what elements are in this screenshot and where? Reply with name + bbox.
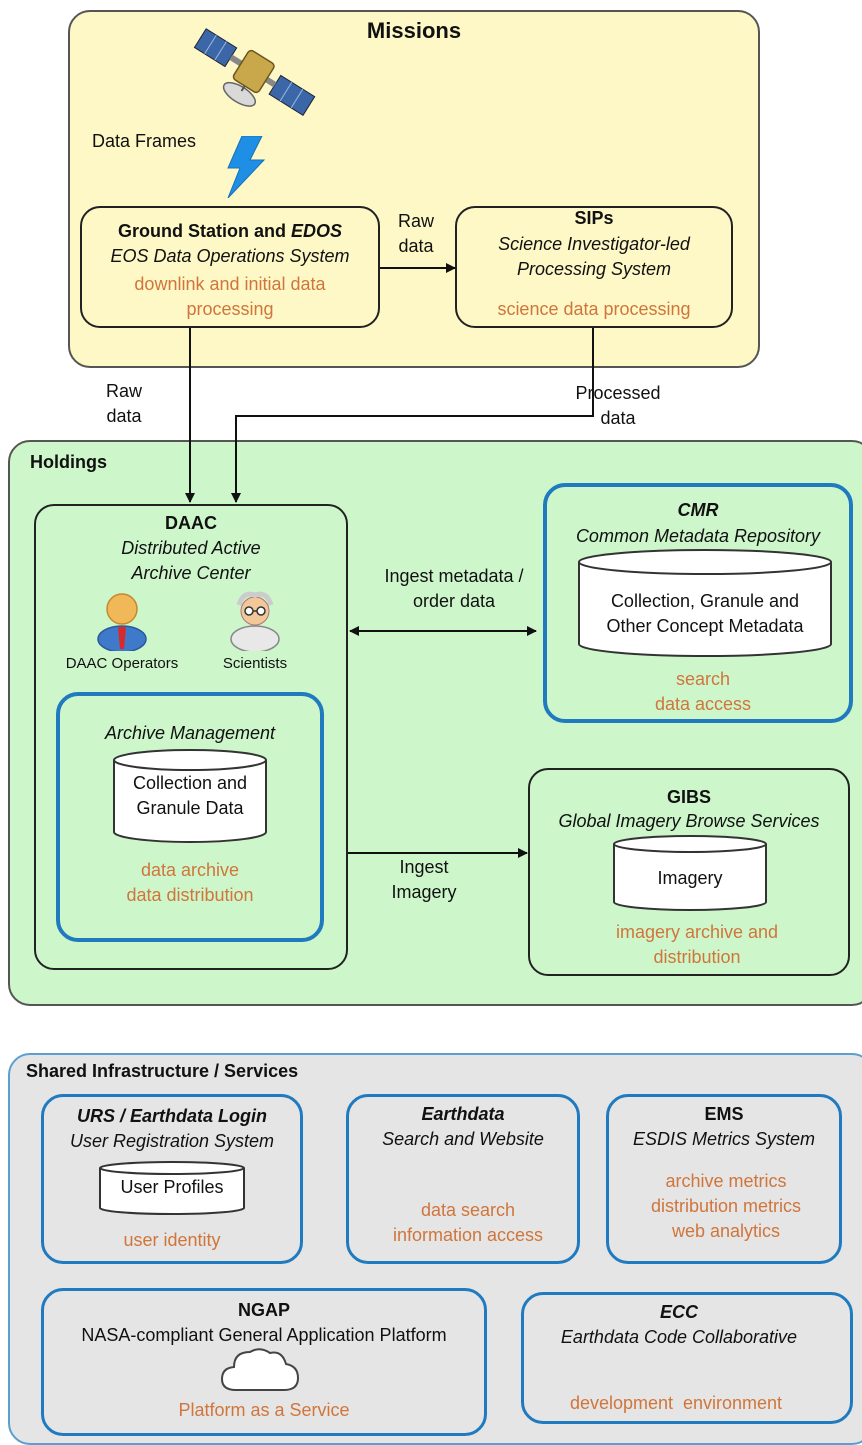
- sips-title: SIPs: [574, 208, 614, 228]
- ems-subtitle: ESDIS Metrics System: [632, 1129, 816, 1149]
- cmr-title: CMR: [677, 500, 719, 520]
- collection-granule-store: Collection and Granule Data: [112, 748, 268, 844]
- ground-station-title-plain: Ground Station and: [117, 221, 291, 241]
- ems-title: EMS: [704, 1104, 744, 1124]
- sips-subtitle-line2: Processing System: [516, 259, 672, 279]
- ground-station-subtitle: EOS Data Operations System: [110, 246, 350, 266]
- ngap-title: NGAP: [237, 1300, 290, 1320]
- ground-station-desc-line1: downlink and initial data: [134, 274, 326, 294]
- earthdata-box: [346, 1094, 580, 1264]
- daac-operators-label: DAAC Operators: [65, 655, 179, 672]
- daac-subtitle-line2: Archive Center: [131, 563, 251, 583]
- imagery-store: Imagery: [612, 834, 768, 912]
- raw-data-line2: data: [106, 406, 142, 426]
- satellite-icon: [193, 28, 316, 116]
- ingest-metadata-line1: Ingest metadata /: [384, 566, 524, 586]
- cmr-desc-line2: data access: [654, 694, 752, 714]
- daac-title: DAAC: [165, 513, 217, 533]
- ground-station-box: [80, 206, 380, 328]
- raw-data-mid-line1: Raw: [397, 211, 434, 231]
- ingest-imagery-line2: Imagery: [391, 882, 457, 902]
- earthdata-desc-line1: data search: [420, 1200, 516, 1220]
- archive-management-box: [56, 692, 324, 942]
- shared-title: Shared Infrastructure / Services: [26, 1061, 299, 1081]
- gibs-subtitle: Global Imagery Browse Services: [558, 811, 820, 831]
- lightning-bolt-icon: [227, 136, 266, 198]
- ems-box: [606, 1094, 842, 1264]
- arrow-sips-to-daac: [231, 328, 594, 503]
- daac-box: [34, 504, 348, 970]
- daac-operator-icon: [97, 593, 147, 651]
- sips-box: [455, 206, 733, 328]
- user-profiles-store: User Profiles: [98, 1160, 246, 1216]
- ngap-box: [41, 1288, 487, 1436]
- raw-data-label: Raw data: [96, 379, 152, 429]
- urs-title: URS / Earthdata Login: [76, 1106, 267, 1126]
- scientists-label: Scientists: [222, 655, 288, 672]
- ems-desc-line2: distribution metrics: [650, 1196, 802, 1216]
- raw-data-mid-label: Raw data: [388, 209, 444, 259]
- cmr-store-line1: Collection, Granule and: [610, 591, 800, 611]
- daac-subtitle-line1: Distributed Active: [121, 538, 261, 558]
- gibs-desc-line2: distribution: [653, 947, 741, 967]
- processed-data-line1: Processed: [575, 383, 661, 403]
- holdings-region: [8, 440, 862, 1006]
- ems-desc-line1: archive metrics: [665, 1171, 787, 1191]
- ngap-subtitle: NASA-compliant General Application Platf…: [81, 1325, 447, 1345]
- ingest-imagery-label: Ingest Imagery: [376, 855, 472, 905]
- earthdata-title: Earthdata: [421, 1104, 505, 1124]
- gibs-box: [528, 768, 850, 976]
- ems-desc-line3: web analytics: [671, 1221, 781, 1241]
- sips-subtitle-line1: Science Investigator-led: [498, 234, 690, 254]
- user-profiles-label: User Profiles: [120, 1177, 224, 1197]
- ground-station-title: Ground Station and EDOS: [80, 219, 380, 244]
- urs-subtitle: User Registration System: [69, 1131, 275, 1151]
- cmr-box: [543, 483, 853, 723]
- earthdata-subtitle: Search and Website: [382, 1129, 544, 1149]
- raw-data-mid-line2: data: [398, 236, 434, 256]
- collection-granule-line1: Collection and: [132, 773, 248, 793]
- ground-station-title-italic: EDOS: [290, 221, 342, 241]
- missions-region: [68, 10, 760, 368]
- raw-data-line1: Raw: [105, 381, 142, 401]
- urs-box: [41, 1094, 303, 1264]
- data-frames-label: Data Frames: [92, 131, 197, 151]
- shared-region: [8, 1053, 862, 1445]
- collection-granule-line2: Granule Data: [136, 798, 244, 818]
- ecc-box: [521, 1292, 853, 1424]
- ngap-desc: Platform as a Service: [178, 1400, 350, 1420]
- sips-desc: science data processing: [497, 299, 691, 319]
- ingest-metadata-line2: order data: [412, 591, 496, 611]
- scientist-icon: [230, 591, 280, 651]
- cloud-icon: [220, 1348, 300, 1391]
- archive-desc-line2: data distribution: [126, 885, 254, 905]
- gibs-desc-line1: imagery archive and: [615, 922, 779, 942]
- ingest-metadata-label: Ingest metadata / order data: [360, 564, 548, 614]
- processed-data-label: Processed data: [560, 381, 676, 431]
- cmr-desc-line1: search: [675, 669, 731, 689]
- ecc-desc: development environment: [569, 1393, 783, 1413]
- missions-title: Missions: [366, 18, 462, 43]
- ingest-imagery-line1: Ingest: [399, 857, 449, 877]
- ecc-subtitle: Earthdata Code Collaborative: [560, 1327, 798, 1347]
- urs-desc: user identity: [123, 1230, 221, 1250]
- cmr-metadata-store: Collection, Granule and Other Concept Me…: [577, 548, 833, 658]
- imagery-store-label: Imagery: [657, 868, 723, 888]
- cmr-subtitle: Common Metadata Repository: [575, 526, 821, 546]
- ground-station-desc-line2: processing: [186, 299, 274, 319]
- processed-data-line2: data: [600, 408, 636, 428]
- ecc-title: ECC: [659, 1302, 698, 1322]
- archive-desc-line1: data archive: [140, 860, 240, 880]
- earthdata-desc-line2: information access: [392, 1225, 544, 1245]
- cmr-store-line2: Other Concept Metadata: [606, 616, 804, 636]
- holdings-title: Holdings: [30, 452, 107, 472]
- archive-management-title: Archive Management: [104, 723, 276, 743]
- gibs-title: GIBS: [666, 787, 711, 807]
